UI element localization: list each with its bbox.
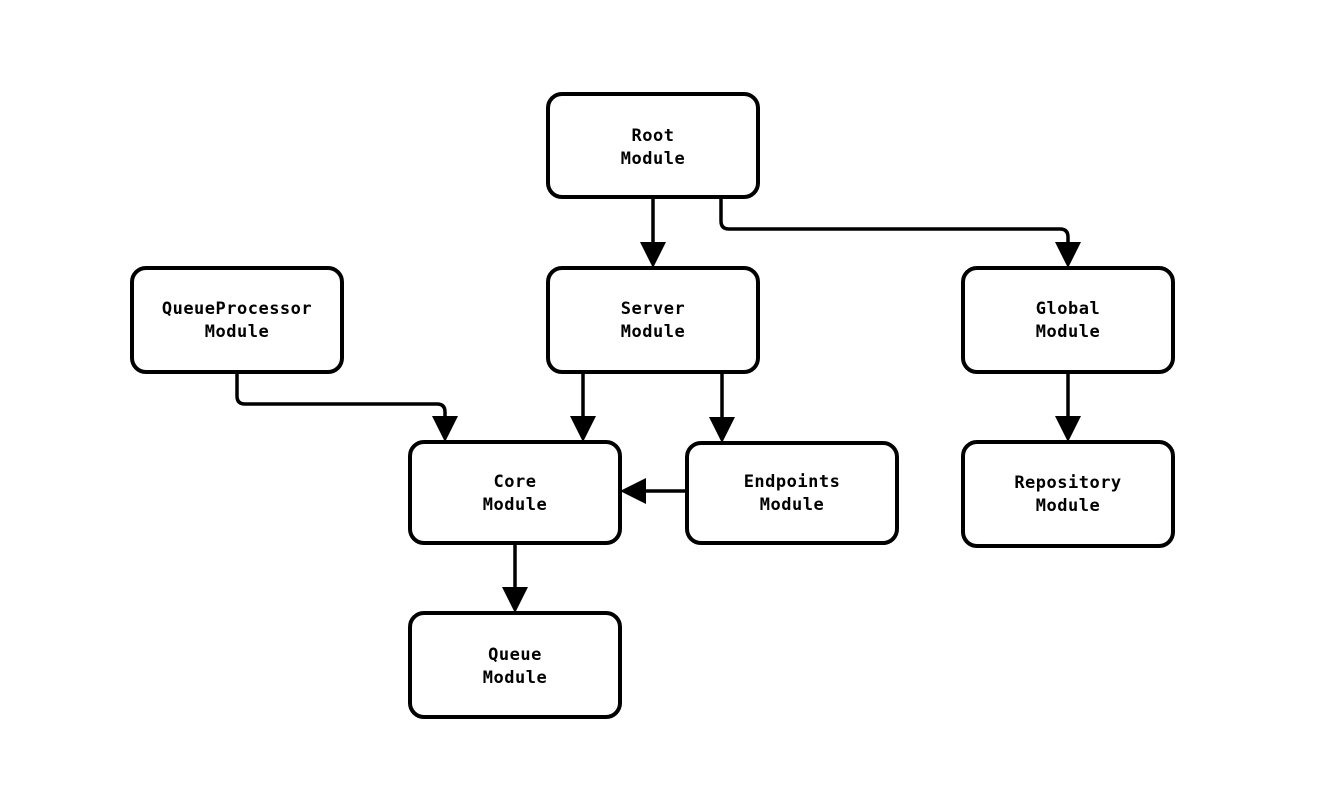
node-label-line1: Repository bbox=[1014, 473, 1121, 493]
node-box[interactable] bbox=[546, 266, 760, 374]
node-label-line1: Global bbox=[1036, 299, 1100, 319]
edge-server-to-core bbox=[570, 372, 596, 442]
node-label-line2: Module bbox=[621, 322, 685, 342]
node-box[interactable] bbox=[961, 440, 1175, 548]
node-root-module[interactable]: Root Module bbox=[546, 92, 760, 199]
node-core-module[interactable]: Core Module bbox=[408, 440, 622, 545]
edge-core-to-queue bbox=[502, 543, 528, 613]
arrow-head-icon bbox=[570, 416, 596, 442]
node-box[interactable] bbox=[130, 266, 344, 374]
edge-root-to-server bbox=[640, 197, 666, 268]
node-box[interactable] bbox=[408, 440, 622, 545]
edge-line bbox=[235, 372, 447, 426]
arrow-head-icon bbox=[709, 417, 735, 443]
node-label-line1: Queue bbox=[488, 645, 542, 665]
node-endpoints-module[interactable]: Endpoints Module bbox=[685, 441, 899, 545]
node-label-line2: Module bbox=[1036, 496, 1100, 516]
edge-endpoints-to-core bbox=[620, 478, 687, 504]
node-box[interactable] bbox=[546, 92, 760, 199]
node-box[interactable] bbox=[961, 266, 1175, 374]
node-label-line1: Root bbox=[632, 126, 675, 146]
node-label-line2: Module bbox=[1036, 322, 1100, 342]
arrow-head-icon bbox=[1055, 242, 1081, 268]
node-label-line1: Core bbox=[494, 472, 537, 492]
arrow-head-icon bbox=[620, 478, 646, 504]
node-box[interactable] bbox=[408, 611, 622, 719]
edge-global-to-repository bbox=[1055, 372, 1081, 442]
node-queue-module[interactable]: Queue Module bbox=[408, 611, 622, 719]
node-label-line2: Module bbox=[621, 149, 685, 169]
arrow-head-icon bbox=[432, 416, 458, 442]
node-label-line2: Module bbox=[483, 495, 547, 515]
arrow-head-icon bbox=[640, 242, 666, 268]
node-label-line1: QueueProcessor bbox=[162, 299, 312, 319]
edge-line bbox=[719, 197, 1070, 252]
node-queueprocessor-module[interactable]: QueueProcessor Module bbox=[130, 266, 344, 374]
arrow-head-icon bbox=[502, 587, 528, 613]
edge-queueprocessor-to-core bbox=[235, 372, 458, 442]
edge-server-to-endpoints bbox=[709, 372, 735, 443]
arrow-head-icon bbox=[1055, 416, 1081, 442]
node-global-module[interactable]: Global Module bbox=[961, 266, 1175, 374]
node-box[interactable] bbox=[685, 441, 899, 545]
node-repository-module[interactable]: Repository Module bbox=[961, 440, 1175, 548]
node-label-line2: Module bbox=[760, 495, 824, 515]
node-server-module[interactable]: Server Module bbox=[546, 266, 760, 374]
node-label-line2: Module bbox=[483, 668, 547, 688]
node-label-line1: Endpoints bbox=[744, 472, 841, 492]
edge-root-to-global bbox=[719, 197, 1081, 268]
node-label-line2: Module bbox=[205, 322, 269, 342]
node-label-line1: Server bbox=[621, 299, 685, 319]
